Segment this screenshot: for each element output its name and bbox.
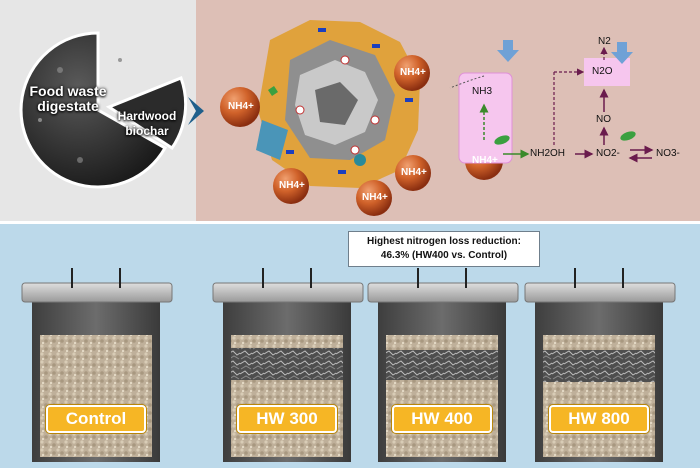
ammonium-label: NH4+ — [362, 192, 388, 203]
biochar-slice — [105, 76, 188, 151]
ammonium-label: NH4+ — [228, 101, 254, 112]
ammonium-label: NH4+ — [279, 180, 305, 191]
down-arrow-icon — [497, 40, 519, 62]
ammonium-label: NH4+ — [472, 155, 498, 166]
ammonium-ion-5 — [395, 155, 431, 191]
jar-label-control: Control — [46, 405, 146, 433]
jar-hw800 — [524, 268, 676, 462]
ammonium-ion-4 — [356, 180, 392, 216]
ammonium-ion-1 — [220, 87, 260, 127]
jar-label-hw400: HW 400 — [392, 405, 492, 433]
microbe-icon — [494, 135, 510, 145]
hydroxylamine-label: NH2OH — [530, 148, 566, 159]
digestate-pie — [19, 31, 168, 189]
nitrous-oxide-label: N2O — [592, 66, 613, 77]
nitric-oxide-label: NO — [596, 114, 611, 125]
jar-label-hw300: HW 300 — [237, 405, 337, 433]
jar-label-hw800: HW 800 — [549, 405, 649, 433]
dinitrogen-label: N2 — [598, 36, 611, 47]
nitrate-label: NO3- — [656, 148, 680, 159]
chevron-right-icon — [188, 97, 204, 125]
jar-hw400 — [367, 268, 519, 462]
ammonia-label: NH3 — [472, 86, 493, 97]
jar-hw300 — [212, 268, 364, 462]
ammonium-ion-3 — [273, 168, 309, 204]
callout-line-1: Highest nitrogen loss reduction: — [367, 236, 521, 247]
microbe-icon — [620, 131, 636, 141]
ammonium-label: NH4+ — [400, 67, 426, 78]
callout-line-2: 46.3% (HW400 vs. Control) — [380, 250, 508, 261]
ammonium-label: NH4+ — [401, 167, 427, 178]
down-arrow-icon — [611, 42, 633, 64]
digestate-label: Food waste digestate — [29, 83, 107, 114]
nitrogen-loss-callout: Highest nitrogen loss reduction: 46.3% (… — [348, 231, 540, 267]
ammonium-ion-2 — [394, 55, 430, 91]
biochar-particle — [256, 20, 420, 188]
nitrite-label: NO2- — [596, 148, 620, 159]
biochar-label: Hardwood biochar — [117, 109, 177, 138]
jar-control — [21, 268, 173, 462]
panel-divider — [0, 221, 700, 224]
